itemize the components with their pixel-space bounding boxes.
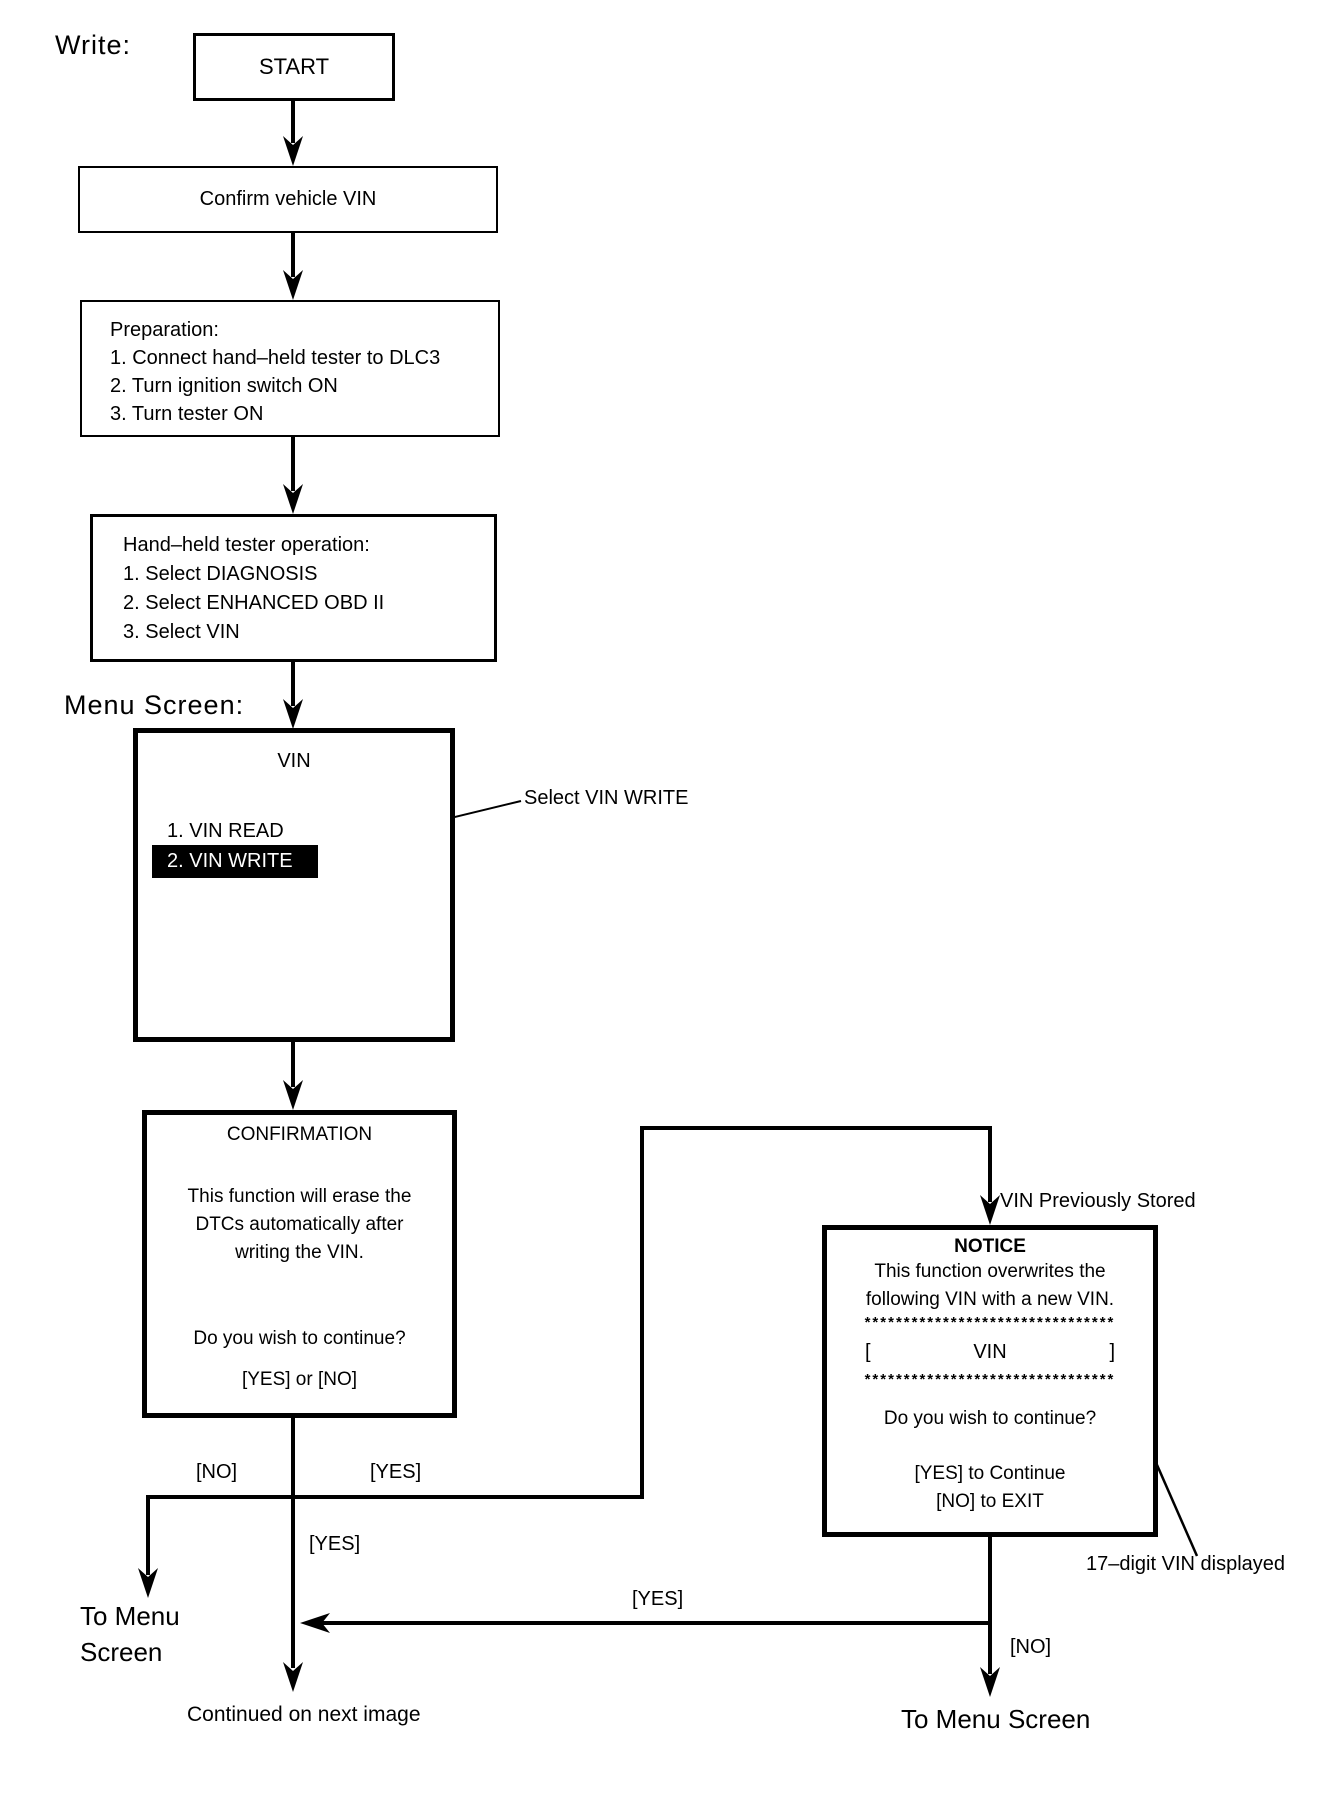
menu-screen-label: Menu Screen:: [64, 690, 245, 720]
select-vin-write-callout: Select VIN WRITE: [524, 787, 689, 809]
vin-field-close-bracket: ]: [1109, 1341, 1115, 1363]
confirm-vin-box: Confirm vehicle VIN: [78, 166, 498, 233]
no-branch-label: [NO]: [196, 1461, 238, 1483]
confirmation-title: CONFIRMATION: [226, 1124, 373, 1145]
preparation-box: Preparation: 1. Connect hand–held tester…: [80, 300, 500, 437]
confirmation-body-line: This function will erase the: [187, 1186, 412, 1207]
notice-body-line: following VIN with a new VIN.: [865, 1289, 1115, 1310]
notice-yes-action: [YES] to Continue: [914, 1463, 1066, 1484]
tester-operation-step: 1. Select DIAGNOSIS: [123, 563, 318, 585]
vin-field-label: VIN: [973, 1341, 1007, 1363]
notice-screen: NOTICE This function overwrites the foll…: [822, 1225, 1158, 1537]
continued-label: Continued on next image: [187, 1703, 421, 1726]
to-menu-screen-left-label: To Menu Screen: [80, 1601, 180, 1668]
confirmation-options: [YES] or [NO]: [241, 1369, 358, 1390]
menu-item-vin-write-highlighted: 2. VIN WRITE: [152, 845, 318, 878]
preparation-step: 2. Turn ignition switch ON: [110, 375, 338, 397]
no-notice-label: [NO]: [1010, 1636, 1052, 1658]
asterisk-separator: ********************************: [864, 1371, 1116, 1388]
confirm-vin-label: Confirm vehicle VIN: [199, 188, 377, 210]
vin-field-row: [ VIN ]: [865, 1341, 1115, 1364]
tester-operation-step: 3. Select VIN: [123, 621, 240, 643]
vin-menu-screen: VIN 1. VIN READ 2. VIN WRITE: [133, 728, 455, 1042]
preparation-step: 3. Turn tester ON: [110, 403, 264, 425]
start-label: START: [258, 54, 330, 79]
to-menu-line1: To Menu: [80, 1601, 180, 1631]
tester-operation-box: Hand–held tester operation: 1. Select DI…: [90, 514, 497, 662]
yes-branch-down-label: [YES]: [309, 1533, 361, 1555]
arrowheads: [138, 136, 1000, 1697]
confirmation-screen: CONFIRMATION This function will erase th…: [142, 1110, 457, 1418]
asterisk-separator: ********************************: [864, 1314, 1116, 1331]
vin-menu-title: VIN: [277, 750, 311, 772]
confirmation-question: Do you wish to continue?: [193, 1328, 406, 1349]
yes-notice-label: [YES]: [632, 1588, 684, 1610]
notice-no-action: [NO] to EXIT: [936, 1491, 1044, 1512]
menu-item-vin-read: 1. VIN READ: [167, 820, 284, 842]
preparation-title: Preparation:: [110, 319, 219, 341]
preparation-step: 1. Connect hand–held tester to DLC3: [110, 347, 441, 369]
tester-operation-step: 2. Select ENHANCED OBD II: [123, 592, 385, 614]
tester-operation-title: Hand–held tester operation:: [123, 534, 370, 556]
start-box: START: [193, 33, 395, 101]
notice-question: Do you wish to continue?: [883, 1408, 1097, 1429]
seventeen-digit-vin-label: 17–digit VIN displayed: [1086, 1553, 1286, 1575]
yes-branch-right-label: [YES]: [370, 1461, 422, 1483]
vin-field-open-bracket: [: [865, 1341, 871, 1363]
notice-title: NOTICE: [954, 1236, 1026, 1257]
to-menu-line2: Screen: [80, 1636, 163, 1667]
confirmation-body-line: writing the VIN.: [235, 1242, 364, 1263]
confirmation-body-line: DTCs automatically after: [195, 1214, 404, 1235]
notice-body-line: This function overwrites the: [874, 1261, 1106, 1282]
vin-previously-stored-label: VIN Previously Stored: [1000, 1190, 1196, 1212]
to-menu-screen-right-label: To Menu Screen: [901, 1704, 1091, 1734]
write-label: Write:: [55, 30, 132, 60]
